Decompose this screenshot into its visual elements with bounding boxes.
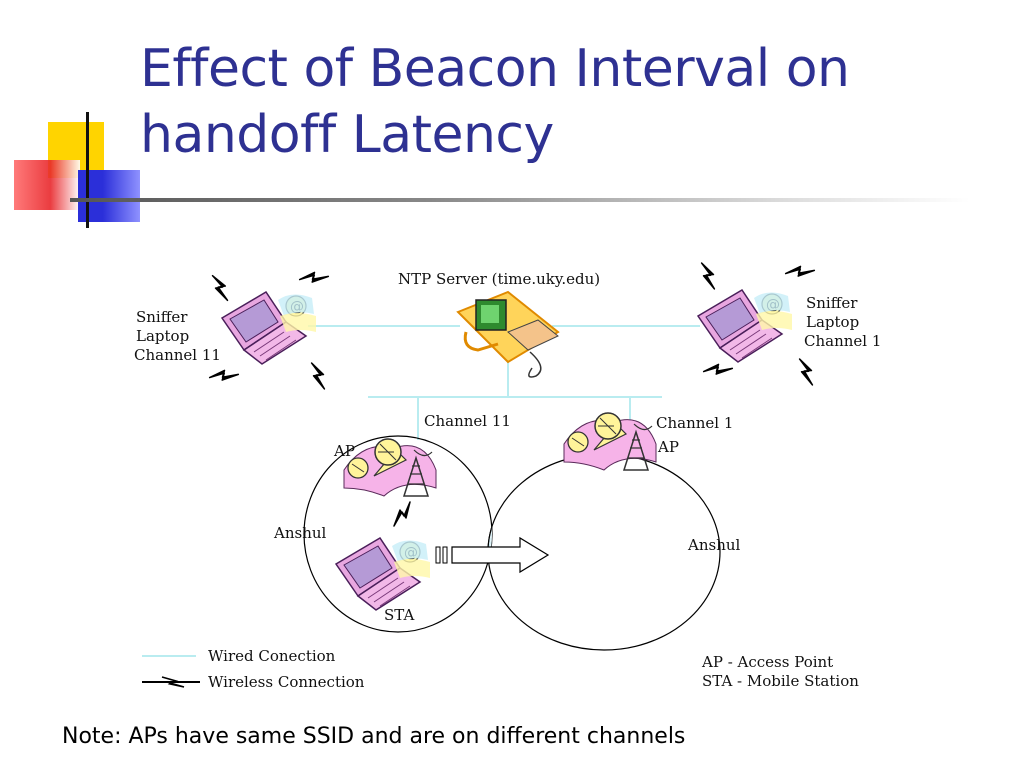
arrow-icon [435, 536, 550, 574]
legend-wireless-symbol [142, 676, 200, 688]
wired-links [308, 325, 700, 440]
legend: Wired Conection Wireless Connection AP -… [142, 647, 859, 691]
antenna-dish-icon [343, 438, 437, 497]
lightning-icon [790, 358, 822, 386]
lightning-icon [702, 355, 734, 385]
ap-left-channel: Channel 11 [424, 412, 511, 430]
legend-wireless-label: Wireless Connection [208, 673, 365, 691]
lightning-icon [302, 362, 334, 390]
station-label: STA [384, 606, 414, 624]
lightning-icon [784, 257, 816, 287]
sniffer-right-line3: Channel 1 [804, 332, 881, 350]
decor-vertical-line [86, 112, 89, 228]
title-underline [70, 198, 970, 202]
antenna-dish-icon [563, 412, 657, 471]
cell-left-label: Anshul [273, 524, 327, 542]
server-computer-icon [456, 290, 560, 378]
ap-right-label: AP [657, 438, 679, 456]
legend-wired-label: Wired Conection [208, 647, 336, 665]
sniffer-right-line2: Laptop [806, 313, 859, 331]
laptop-icon [221, 291, 317, 365]
ntp-server-label: NTP Server (time.uky.edu) [398, 270, 600, 288]
lightning-icon [692, 262, 724, 290]
slide-note: Note: APs have same SSID and are on diff… [62, 724, 686, 749]
sniffer-left-line2: Laptop [136, 327, 189, 345]
sniffer-left-line3: Channel 11 [134, 346, 221, 364]
lightning-icon [204, 274, 236, 302]
cell-right-label: Anshul [687, 536, 741, 554]
ap-right-channel: Channel 1 [656, 414, 733, 432]
decor-red-square [14, 160, 80, 210]
ap-left-label: AP [333, 442, 355, 460]
lightning-icon [393, 501, 411, 527]
lightning-icon [208, 361, 240, 391]
legend-sta-definition: STA - Mobile Station [702, 672, 859, 690]
laptop-icon [697, 289, 793, 363]
laptop-icon [335, 537, 431, 611]
legend-ap-definition: AP - Access Point [701, 653, 833, 671]
sniffer-left-line1: Sniffer [136, 308, 188, 326]
sniffer-right-line1: Sniffer [806, 294, 858, 312]
lightning-icon [298, 263, 330, 293]
